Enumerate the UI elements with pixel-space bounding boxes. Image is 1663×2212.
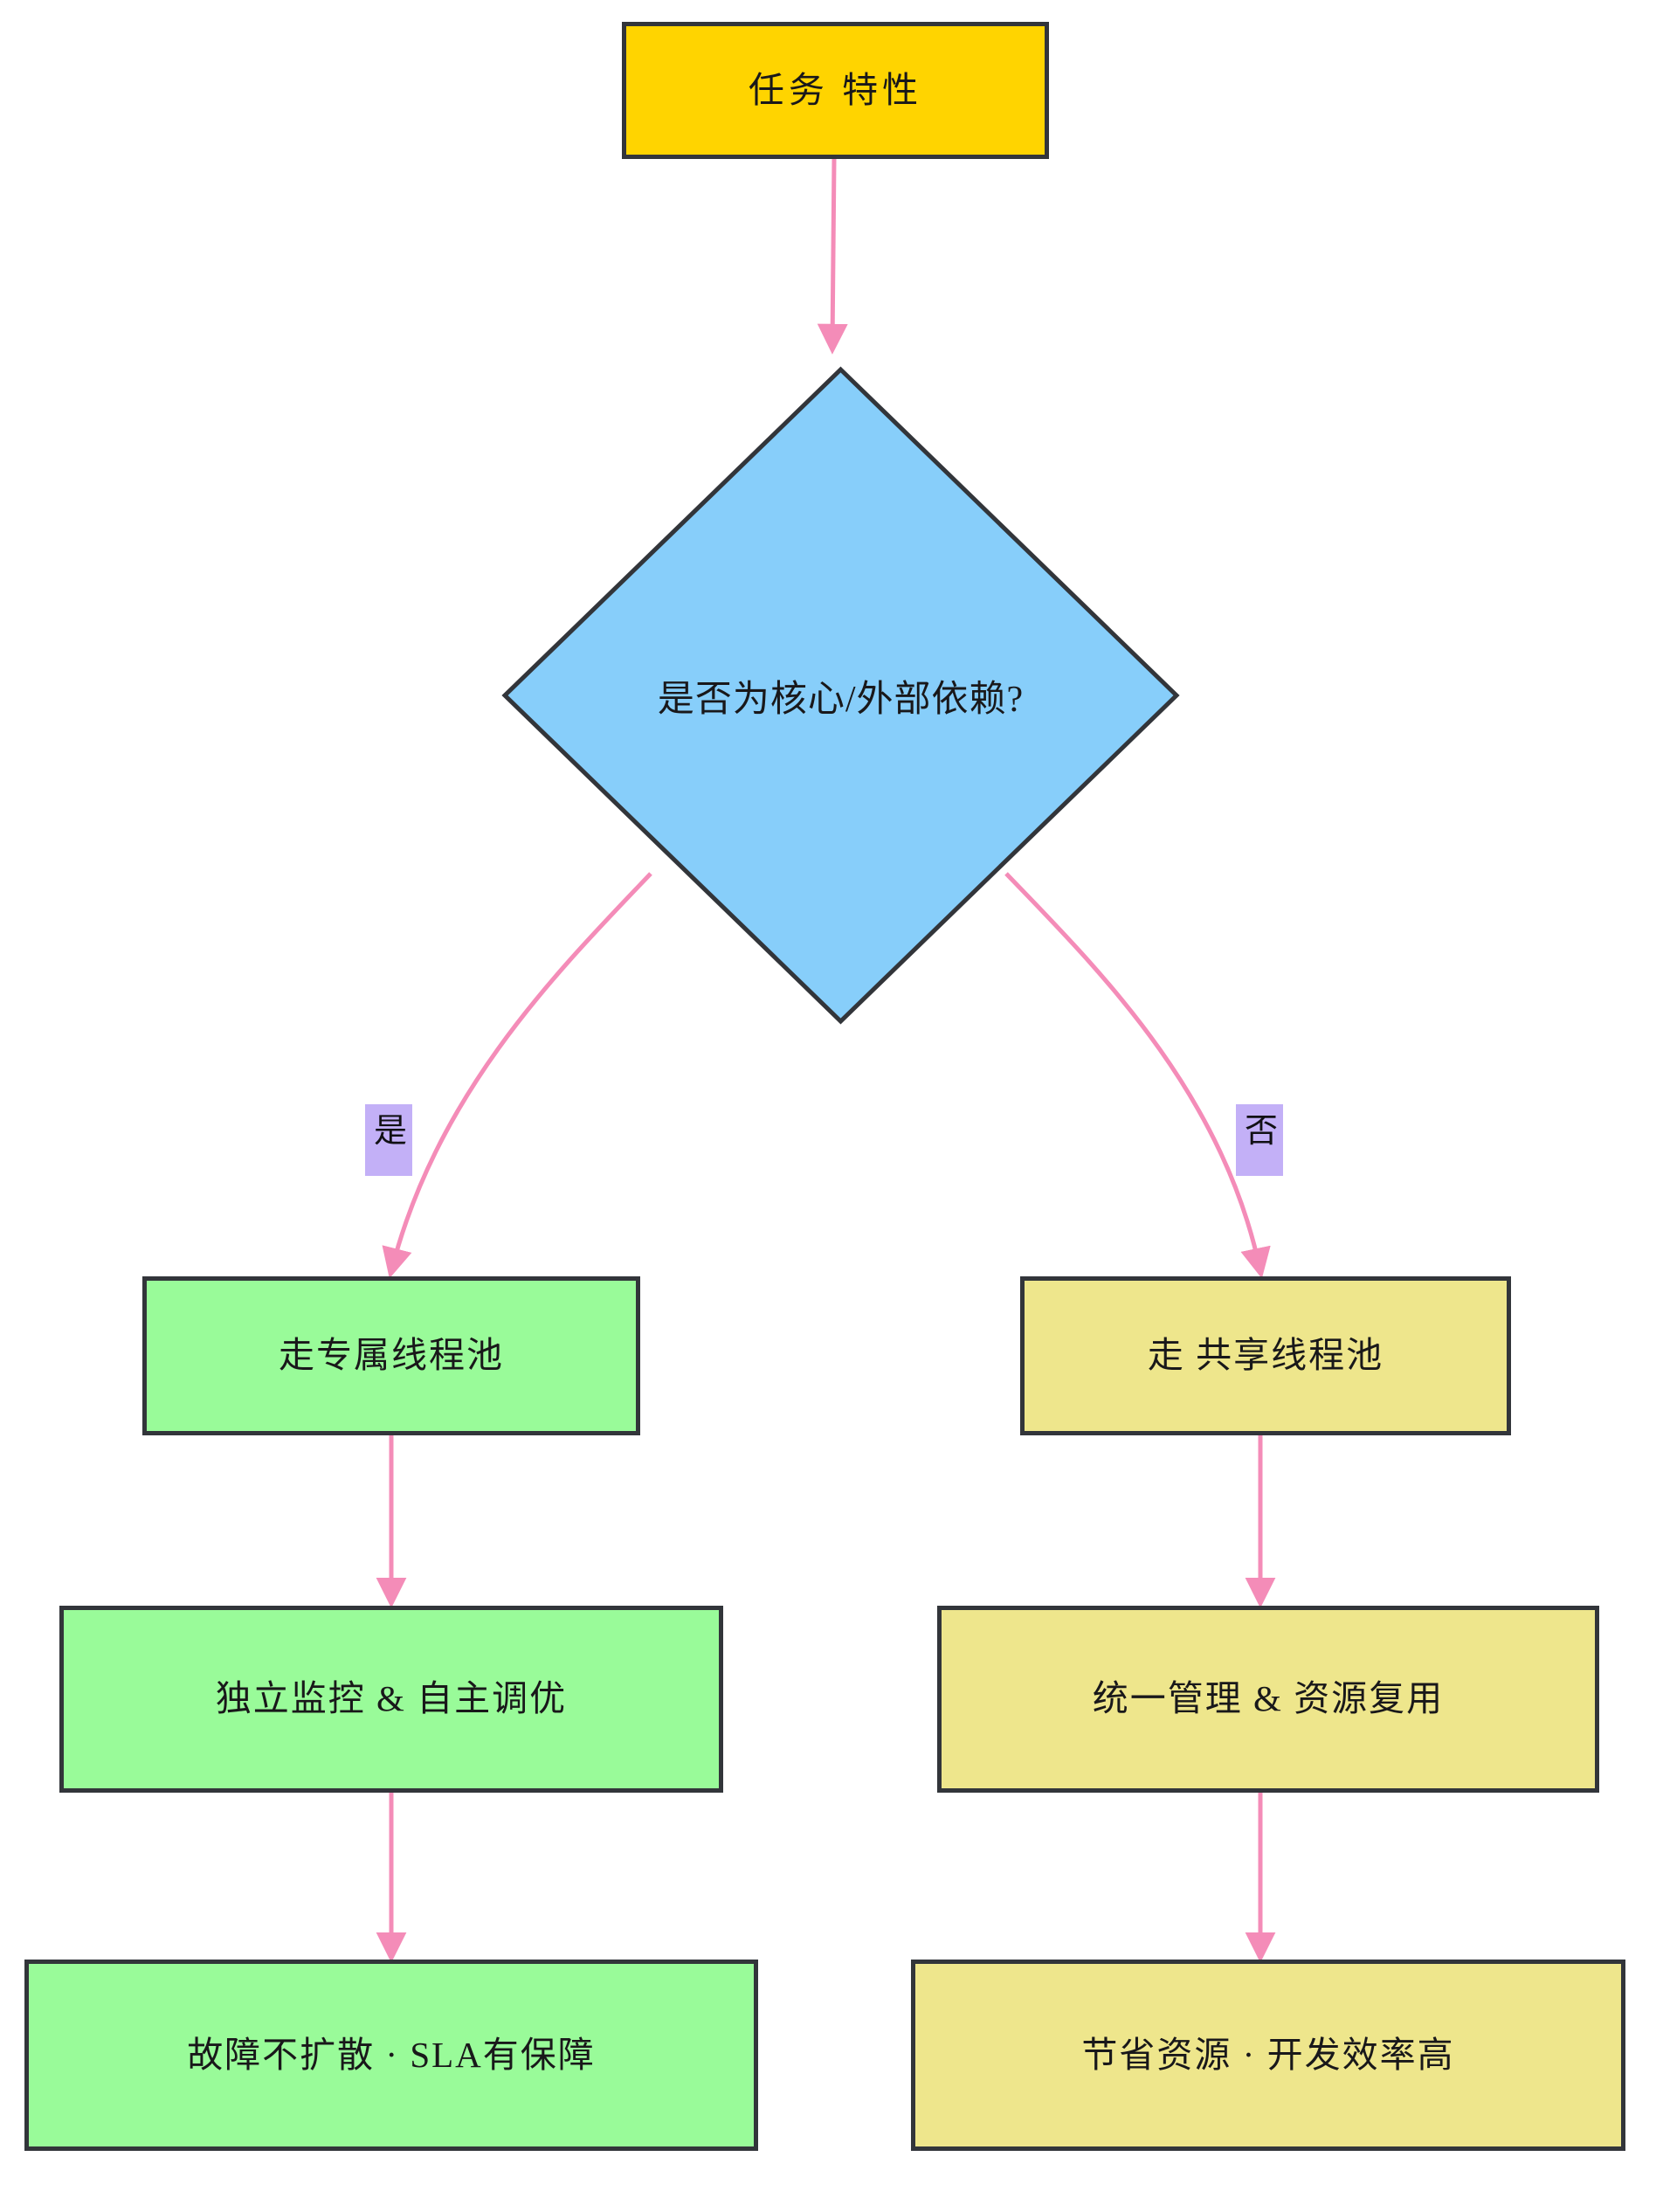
node-no-1[interactable]: 走 共享线程池 [1020, 1276, 1511, 1435]
node-yes-3-label: 故障不扩散 · SLA有保障 [187, 2034, 596, 2075]
edge-label-no-text: 否 [1245, 1113, 1279, 1150]
node-yes-2[interactable]: 独立监控 & 自主调优 [59, 1606, 723, 1793]
edge-label-yes: 是 [365, 1104, 412, 1176]
node-no-3-label: 节省资源 · 开发效率高 [1081, 2034, 1455, 2075]
node-yes-1[interactable]: 走专属线程池 [142, 1276, 640, 1435]
node-no-1-label: 走 共享线程池 [1147, 1335, 1384, 1376]
node-yes-1-label: 走专属线程池 [279, 1335, 504, 1376]
edge-label-yes-text: 是 [374, 1113, 408, 1150]
diamond-shape [501, 366, 1180, 1025]
node-yes-2-label: 独立监控 & 自主调优 [215, 1678, 568, 1719]
node-decision[interactable]: 是否为核心/外部依赖? [501, 366, 1180, 1025]
node-start-label: 任务 特性 [748, 69, 923, 110]
node-start[interactable]: 任务 特性 [622, 22, 1049, 159]
node-no-2-label: 统一管理 & 资源复用 [1092, 1678, 1445, 1719]
node-decision-label: 是否为核心/外部依赖? [657, 679, 1025, 720]
node-yes-3[interactable]: 故障不扩散 · SLA有保障 [24, 1960, 758, 2151]
node-no-3[interactable]: 节省资源 · 开发效率高 [911, 1960, 1625, 2151]
node-no-2[interactable]: 统一管理 & 资源复用 [937, 1606, 1599, 1793]
edge-start-to-decision [817, 158, 848, 355]
edge-label-no: 否 [1236, 1104, 1283, 1176]
